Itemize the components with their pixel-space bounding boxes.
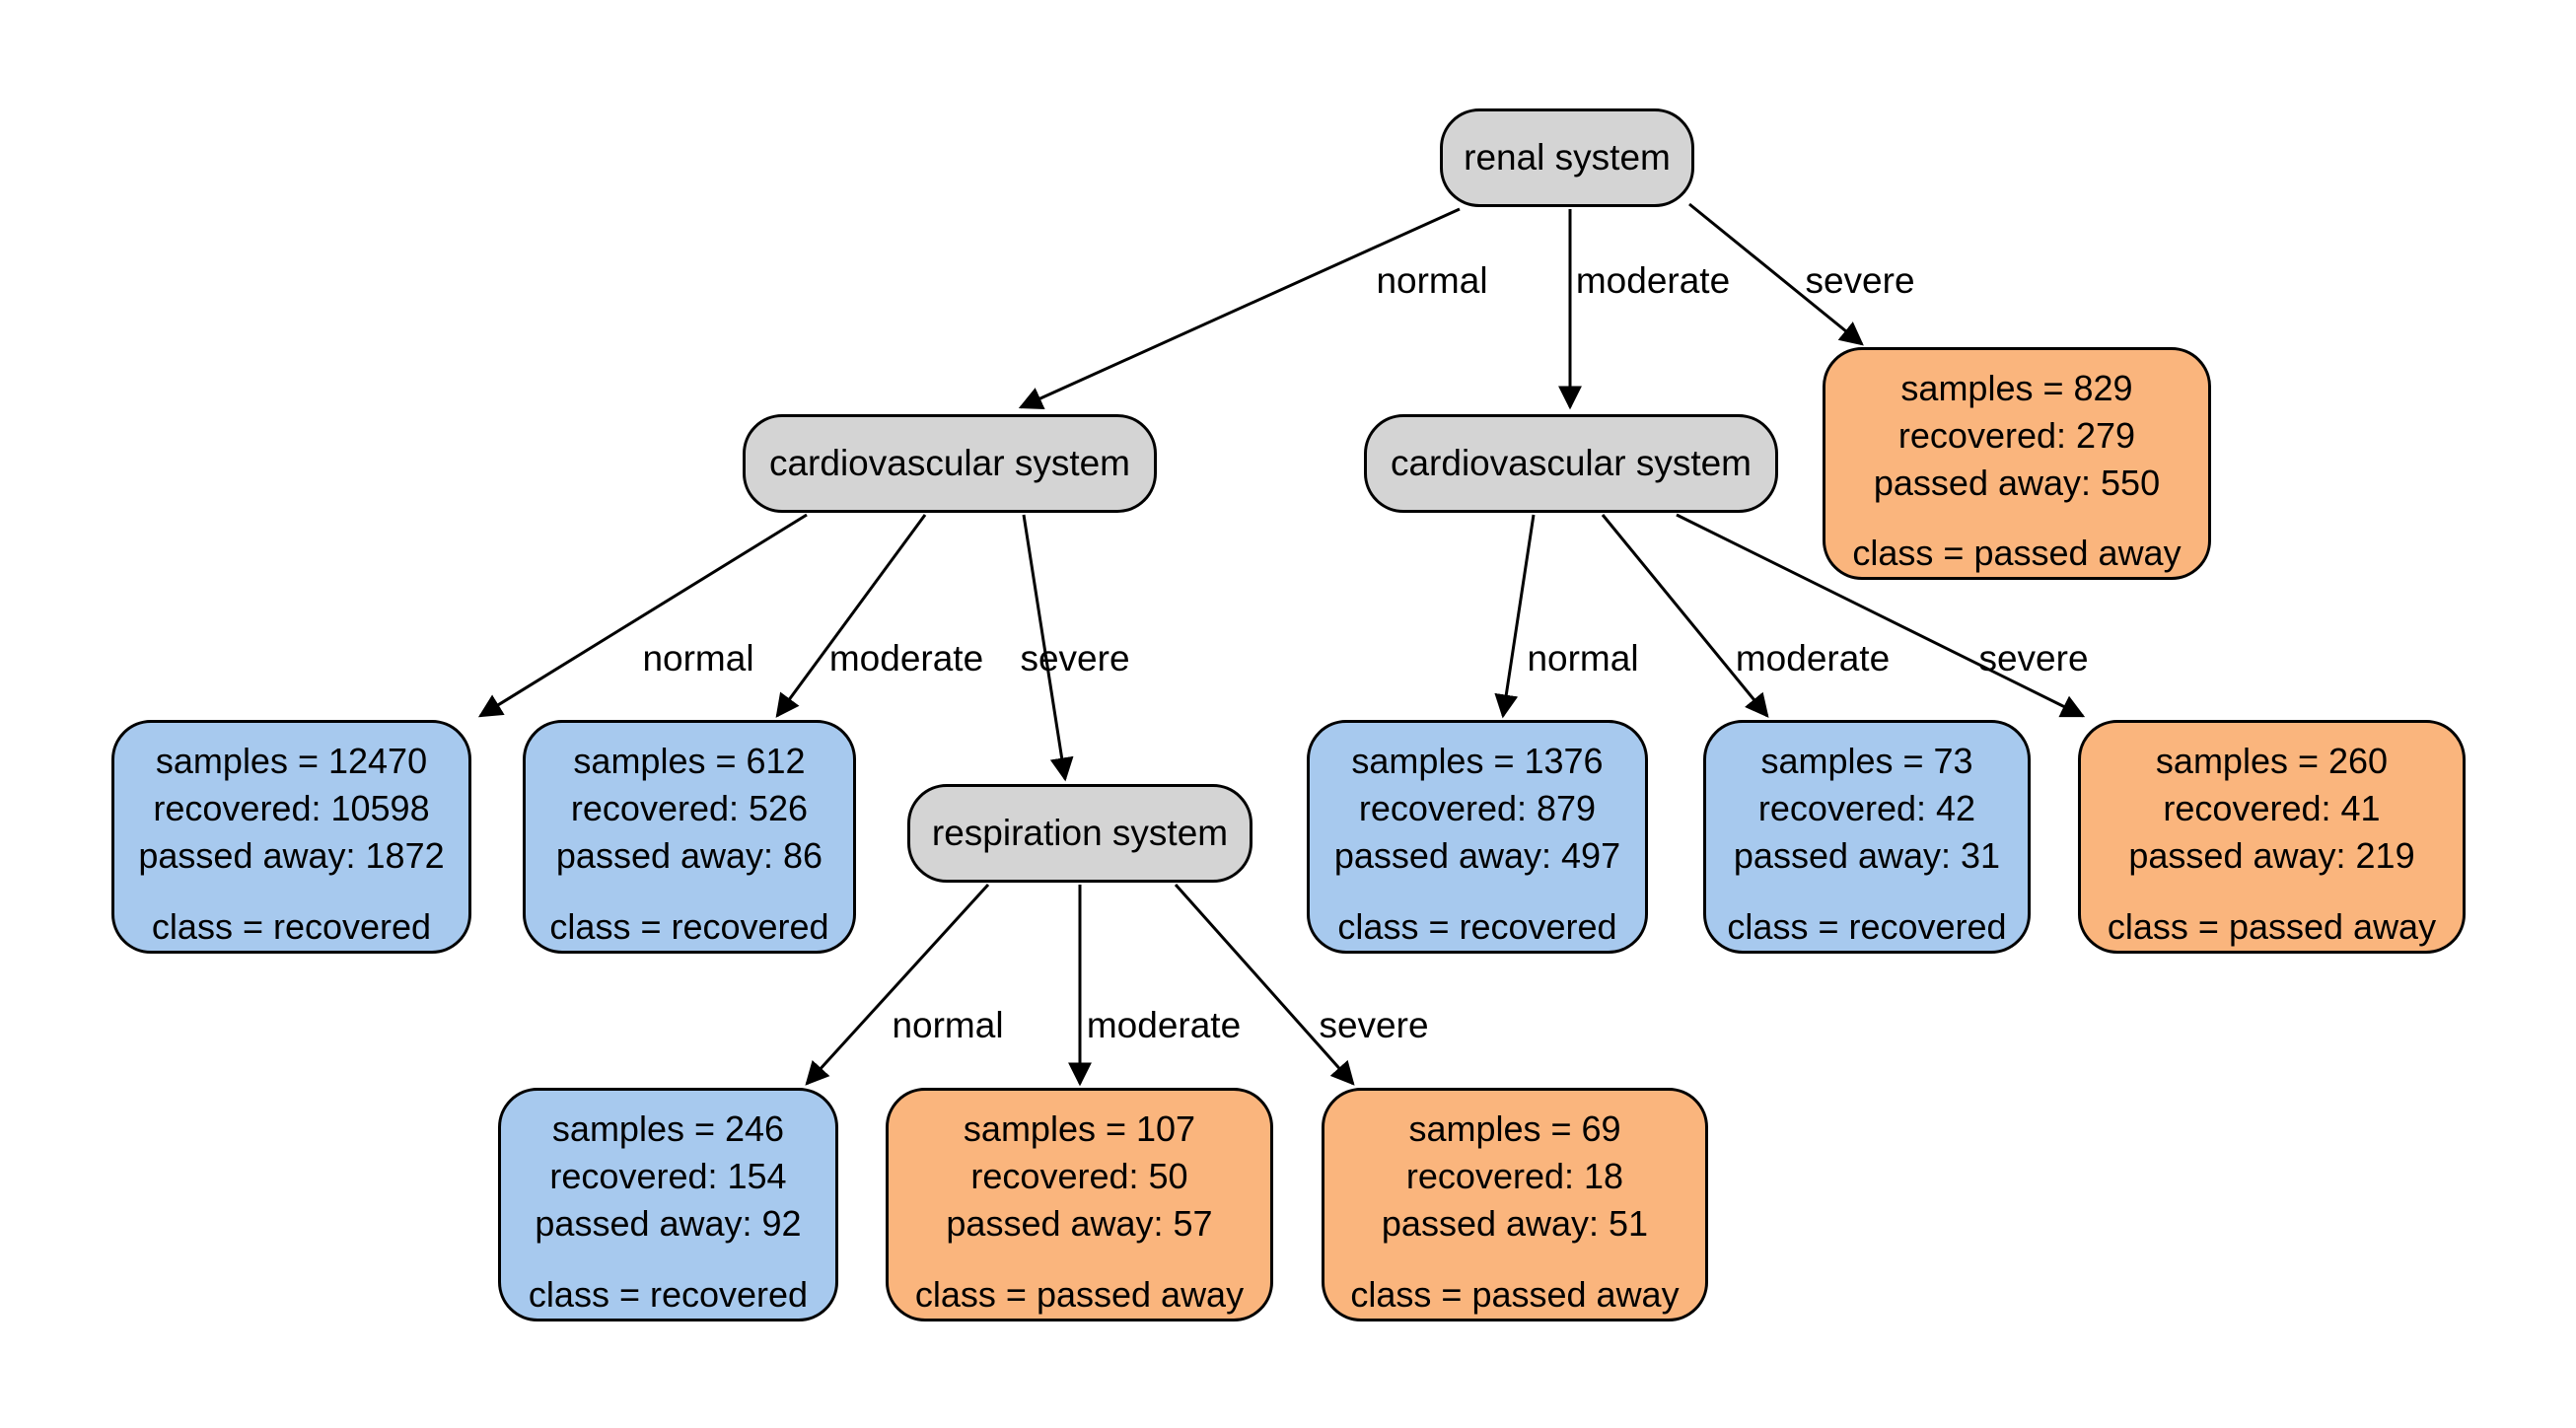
edge-label-respiration-moderate: moderate [1086, 1005, 1242, 1045]
leaf-class-line: class = recovered [549, 906, 829, 947]
leaf-node-renal-severe: samples = 829 recovered: 279 passed away… [1823, 347, 2211, 580]
leaf-passed-away-line: passed away: 497 [1333, 835, 1621, 876]
edge-cardio-right-severe [1676, 513, 2086, 718]
leaf-recovered-line: recovered: 42 [1757, 788, 1976, 828]
leaf-class-line: class = recovered [1337, 906, 1617, 947]
edge-cardio-left-severe [1022, 514, 1074, 782]
leaf-passed-away-line: passed away: 31 [1733, 835, 2001, 876]
leaf-class-line: class = passed away [1852, 533, 2182, 573]
edge-label-respiration-normal: normal [892, 1005, 1004, 1045]
leaf-samples-line: samples = 246 [551, 1108, 785, 1149]
leaf-samples-line: samples = 69 [1408, 1108, 1621, 1149]
leaf-recovered-line: recovered: 879 [1358, 788, 1597, 828]
edge-label-root-severe: severe [1805, 260, 1915, 301]
leaf-samples-line: samples = 1376 [1351, 741, 1604, 781]
leaf-node-respiration-normal: samples = 246 recovered: 154 passed away… [498, 1088, 838, 1321]
leaf-class-line: class = passed away [2107, 906, 2437, 947]
leaf-passed-away-line: passed away: 57 [946, 1203, 1213, 1244]
decision-node-cardiovascular-right: cardiovascular system [1364, 414, 1778, 513]
leaf-recovered-line: recovered: 526 [570, 788, 809, 828]
leaf-class-line: class = passed away [1350, 1274, 1680, 1315]
decision-node-label: respiration system [931, 813, 1229, 853]
leaf-passed-away-line: passed away: 550 [1873, 463, 2161, 503]
leaf-node-cardio-left-normal: samples = 12470 recovered: 10598 passed … [111, 720, 471, 954]
edge-label-cardio-right-normal: normal [1527, 638, 1639, 678]
decision-node-renal-system: renal system [1440, 108, 1694, 207]
edge-respiration-severe [1174, 884, 1355, 1086]
edge-cardio-right-normal [1494, 514, 1536, 719]
edge-label-cardio-left-severe: severe [1020, 638, 1130, 678]
leaf-class-line: class = recovered [151, 906, 432, 947]
edge-cardio-left-moderate [775, 514, 927, 718]
edge-label-root-moderate: moderate [1575, 260, 1731, 301]
leaf-class-line: class = recovered [528, 1274, 809, 1315]
leaf-recovered-line: recovered: 41 [2163, 788, 2381, 828]
leaf-passed-away-line: passed away: 86 [555, 835, 823, 876]
leaf-samples-line: samples = 107 [963, 1108, 1196, 1149]
edge-cardio-left-normal [477, 513, 808, 718]
leaf-node-cardio-left-moderate: samples = 612 recovered: 526 passed away… [523, 720, 856, 954]
decision-node-cardiovascular-left: cardiovascular system [743, 414, 1157, 513]
leaf-node-cardio-right-severe: samples = 260 recovered: 41 passed away:… [2078, 720, 2466, 954]
decision-node-respiration-system: respiration system [907, 784, 1252, 883]
edge-label-cardio-left-normal: normal [642, 638, 754, 678]
leaf-samples-line: samples = 73 [1760, 741, 1973, 781]
leaf-recovered-line: recovered: 279 [1897, 415, 2136, 456]
leaf-samples-line: samples = 612 [573, 741, 806, 781]
edge-label-cardio-right-severe: severe [1978, 638, 2089, 678]
edge-label-respiration-severe: severe [1319, 1005, 1429, 1045]
leaf-samples-line: samples = 260 [2155, 741, 2389, 781]
leaf-recovered-line: recovered: 10598 [153, 788, 430, 828]
leaf-recovered-line: recovered: 50 [970, 1156, 1188, 1196]
edge-label-root-normal: normal [1376, 260, 1488, 301]
leaf-recovered-line: recovered: 154 [549, 1156, 787, 1196]
edge-label-cardio-left-moderate: moderate [828, 638, 984, 678]
edge-root-normal [1018, 207, 1461, 410]
decision-node-label: renal system [1464, 137, 1671, 178]
leaf-passed-away-line: passed away: 1872 [138, 835, 445, 876]
decision-node-label: cardiovascular system [768, 443, 1130, 483]
edge-respiration-normal [805, 883, 990, 1086]
leaf-node-cardio-right-moderate: samples = 73 recovered: 42 passed away: … [1703, 720, 2031, 954]
leaf-node-respiration-severe: samples = 69 recovered: 18 passed away: … [1322, 1088, 1708, 1321]
leaf-class-line: class = passed away [914, 1274, 1245, 1315]
leaf-node-respiration-moderate: samples = 107 recovered: 50 passed away:… [886, 1088, 1273, 1321]
edge-label-cardio-right-moderate: moderate [1735, 638, 1891, 678]
decision-node-label: cardiovascular system [1390, 443, 1752, 483]
leaf-samples-line: samples = 829 [1900, 368, 2133, 408]
leaf-passed-away-line: passed away: 219 [2128, 835, 2415, 876]
edge-cardio-right-moderate [1601, 514, 1769, 718]
leaf-passed-away-line: passed away: 92 [535, 1203, 802, 1244]
edge-root-severe [1688, 202, 1864, 346]
leaf-passed-away-line: passed away: 51 [1381, 1203, 1649, 1244]
leaf-samples-line: samples = 12470 [155, 741, 428, 781]
leaf-node-cardio-right-normal: samples = 1376 recovered: 879 passed awa… [1307, 720, 1648, 954]
leaf-recovered-line: recovered: 18 [1405, 1156, 1624, 1196]
leaf-class-line: class = recovered [1727, 906, 2007, 947]
